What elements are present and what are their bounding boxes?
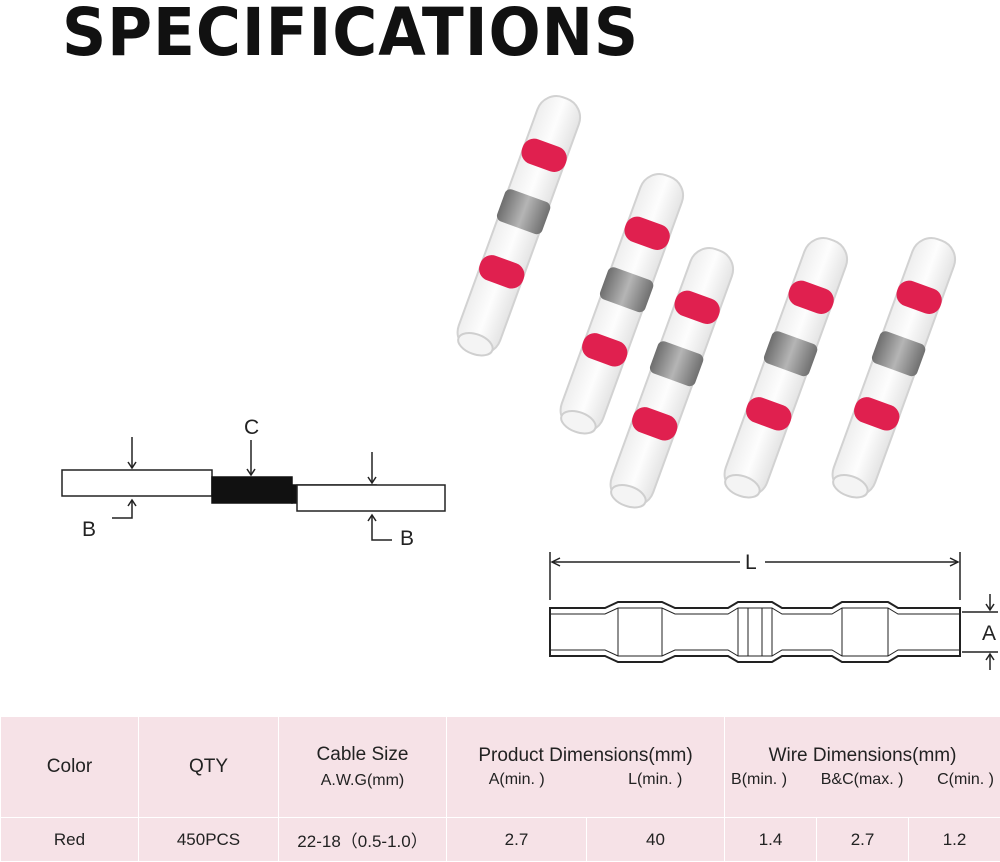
header-wire-dimensions-label: Wire Dimensions(mm) xyxy=(725,745,1000,767)
solder-sleeve-1 xyxy=(449,90,587,362)
header-l-min: L(min. ) xyxy=(628,771,682,789)
header-cable-size-label: Cable Size xyxy=(279,741,446,770)
header-color: Color xyxy=(1,717,139,818)
cell-color: Red xyxy=(1,818,139,862)
header-qty: QTY xyxy=(139,717,279,818)
header-cable-size-sub: A.W.G(mm) xyxy=(279,769,446,793)
header-product-dimensions: Product Dimensions(mm) A(min. ) L(min. ) xyxy=(447,717,725,818)
cell-qty: 450PCS xyxy=(139,818,279,862)
diagram-label-l: L xyxy=(745,551,757,574)
cell-bc: 2.7 xyxy=(817,818,909,862)
table-row: Red 450PCS 22-18（0.5-1.0） 2.7 40 1.4 2.7… xyxy=(1,818,1000,862)
header-c-min: C(min. ) xyxy=(937,771,994,789)
diagram-label-b-right: B xyxy=(400,527,414,550)
table-header-row: Color QTY Cable Size A.W.G(mm) Product D… xyxy=(1,717,1000,818)
cell-a: 2.7 xyxy=(447,818,587,862)
cell-l: 40 xyxy=(587,818,725,862)
solder-sleeve-5 xyxy=(824,232,962,504)
product-dimension-diagram xyxy=(550,552,998,670)
header-product-dimensions-label: Product Dimensions(mm) xyxy=(447,745,724,767)
diagram-label-c: C xyxy=(244,416,259,439)
wire-dimension-diagram xyxy=(62,437,445,540)
cell-cable-size: 22-18（0.5-1.0） xyxy=(279,818,447,862)
diagram-label-b-left: B xyxy=(82,518,96,541)
header-bc-max: B&C(max. ) xyxy=(821,771,904,789)
cell-c: 1.2 xyxy=(909,818,1000,862)
header-a-min: A(min. ) xyxy=(489,771,545,789)
specifications-table: Color QTY Cable Size A.W.G(mm) Product D… xyxy=(0,716,1000,862)
header-cable-size: Cable Size A.W.G(mm) xyxy=(279,717,447,818)
header-wire-dimensions: Wire Dimensions(mm) B(min. ) B&C(max. ) … xyxy=(725,717,1000,818)
header-b-min: B(min. ) xyxy=(731,771,787,789)
solder-sleeve-4 xyxy=(716,232,854,504)
diagram-label-a: A xyxy=(982,622,996,645)
cell-b: 1.4 xyxy=(725,818,817,862)
